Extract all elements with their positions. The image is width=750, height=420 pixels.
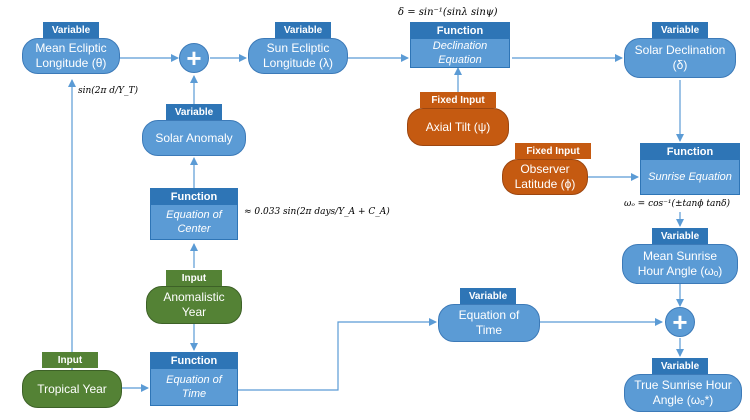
- observer-latitude-node[interactable]: Observer Latitude (ϕ): [502, 159, 588, 195]
- mean-sunrise-hour-angle-node[interactable]: Mean Sunrise Hour Angle (ωₒ): [622, 244, 738, 284]
- true-sunrise-hour-angle-node[interactable]: True Sunrise Hour Angle (ωₒ*): [624, 374, 742, 412]
- mean-ecliptic-longitude-node[interactable]: Mean Ecliptic Longitude (θ): [22, 38, 120, 74]
- function-header: Function: [411, 23, 509, 39]
- mean-longitude-formula: sin(2π d/Y_T): [78, 86, 139, 96]
- sunrise-formula: ωₒ = cos⁻¹(±tanϕ tanδ): [624, 199, 731, 209]
- fixed-input-tag: Fixed Input: [420, 92, 496, 108]
- anomalistic-year-node[interactable]: Anomalistic Year: [146, 286, 242, 324]
- variable-tag: Variable: [460, 288, 516, 304]
- function-header: Function: [151, 353, 237, 369]
- variable-tag: Variable: [43, 22, 99, 38]
- sum-node: +: [179, 43, 209, 73]
- equation-of-time-box[interactable]: Function Equation of Time: [150, 352, 238, 406]
- variable-tag: Variable: [166, 104, 222, 120]
- tropical-year-node[interactable]: Tropical Year: [22, 370, 122, 408]
- equation-of-center-label: Equation of Center: [151, 205, 237, 239]
- sunrise-equation-box[interactable]: Function Sunrise Equation: [640, 143, 740, 195]
- variable-tag: Variable: [652, 228, 708, 244]
- solar-anomaly-node[interactable]: Solar Anomaly: [142, 120, 246, 156]
- fixed-input-tag: Fixed Input: [515, 143, 591, 159]
- variable-tag: Variable: [275, 22, 331, 38]
- solar-declination-node[interactable]: Solar Declination (δ): [624, 38, 736, 78]
- equation-of-time-function-label: Equation of Time: [151, 369, 237, 405]
- sunrise-equation-label: Sunrise Equation: [641, 160, 739, 194]
- equation-of-time-variable-node[interactable]: Equation of Time: [438, 304, 540, 342]
- input-tag: Input: [42, 352, 98, 368]
- input-tag: Input: [166, 270, 222, 286]
- sum-node: +: [665, 307, 695, 337]
- equation-of-center-box[interactable]: Function Equation of Center: [150, 188, 238, 240]
- sun-ecliptic-longitude-node[interactable]: Sun Ecliptic Longitude (λ): [248, 38, 348, 74]
- declination-equation-box[interactable]: Function Declination Equation: [410, 22, 510, 68]
- variable-tag: Variable: [652, 22, 708, 38]
- declination-equation-label: Declination Equation: [411, 39, 509, 67]
- function-header: Function: [151, 189, 237, 205]
- function-header: Function: [641, 144, 739, 160]
- axial-tilt-node[interactable]: Axial Tilt (ψ): [407, 108, 509, 146]
- variable-tag: Variable: [652, 358, 708, 374]
- connector: [238, 318, 437, 391]
- equation-of-center-formula: ≈ 0.033 sin(2π days/Y_A + C_A): [244, 207, 390, 217]
- declination-formula: δ = sin⁻¹(sinλ sinψ): [398, 7, 498, 18]
